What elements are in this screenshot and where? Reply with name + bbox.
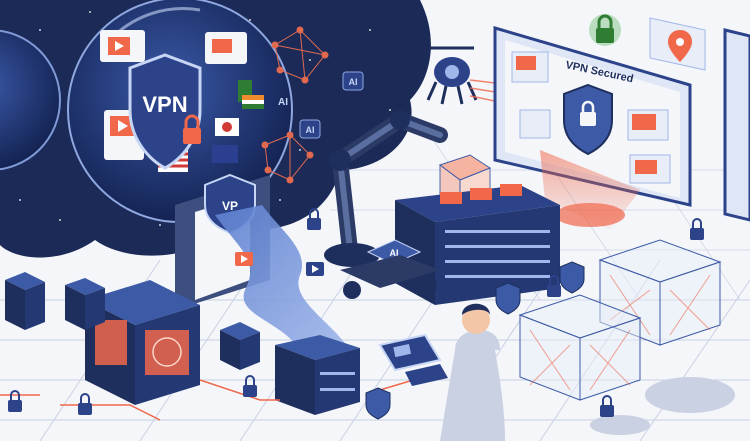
server-pedestal — [275, 335, 360, 415]
vpn-globe-bubble: VPN — [67, 0, 293, 223]
left-bubble — [0, 29, 61, 171]
wireframe-cube — [518, 239, 722, 401]
shield-label: VPN — [142, 92, 187, 117]
padlock-icon — [183, 128, 201, 144]
shield-icon — [365, 261, 585, 420]
processor-cube — [85, 280, 200, 405]
ai-label: AI — [278, 97, 288, 108]
gateway-shield-label: VP — [222, 199, 238, 213]
flag-eu — [212, 145, 238, 163]
ai-label: AI — [306, 125, 315, 135]
padlock-icon — [580, 112, 596, 126]
circuit-traces — [0, 374, 431, 421]
neural-network — [261, 26, 329, 184]
person-with-tablet — [378, 303, 505, 441]
play-icon — [235, 252, 324, 276]
rover-vehicle — [340, 255, 440, 299]
padlock-icon — [589, 14, 621, 46]
world-map — [590, 377, 735, 435]
server-unit — [5, 272, 260, 370]
play-icon — [118, 120, 128, 132]
padlock-icon — [8, 208, 704, 417]
data-flow-stream — [215, 205, 350, 350]
play-icon — [115, 41, 124, 51]
ai-chips: AI AI AI — [278, 71, 364, 139]
ai-chip-label: AI — [390, 248, 399, 258]
map-panel — [649, 17, 706, 71]
robot-drone-icon — [426, 46, 478, 105]
ai-label: AI — [349, 77, 358, 87]
robotic-arm — [324, 110, 448, 267]
secondary-monitor — [723, 28, 750, 222]
